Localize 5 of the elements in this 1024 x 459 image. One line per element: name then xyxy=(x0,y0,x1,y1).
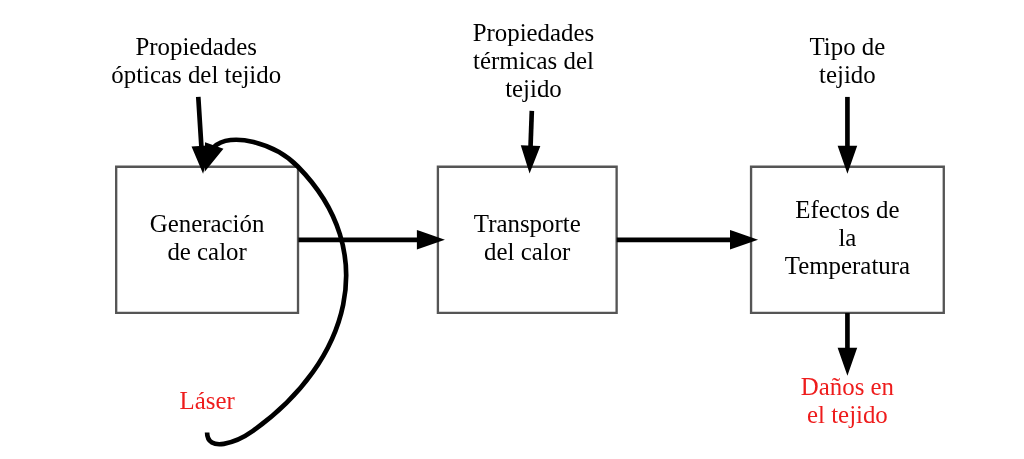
node-text: Tipo de tejido xyxy=(809,32,885,88)
node-text: Láser xyxy=(179,386,235,414)
node-text: Propiedades térmicas del tejido xyxy=(472,18,594,102)
node-text: Daños en el tejido xyxy=(800,372,894,428)
node-text: Propiedades ópticas del tejido xyxy=(110,32,281,88)
